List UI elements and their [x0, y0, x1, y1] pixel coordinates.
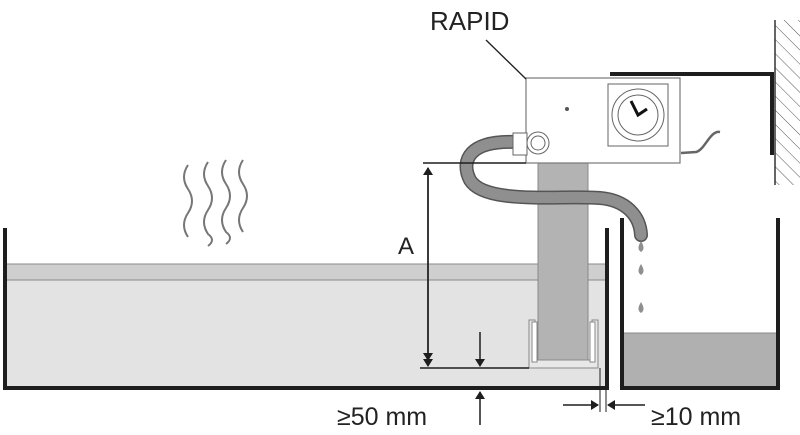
collection-tank — [620, 218, 780, 390]
height-dimension-label: A — [398, 233, 414, 260]
bottom-clearance-label: ≥50 mm — [337, 403, 427, 431]
steam-icon — [183, 159, 248, 247]
main-tank — [3, 228, 609, 390]
device-leader-line — [485, 39, 527, 80]
rapid-pump-unit — [512, 77, 721, 164]
dimension-a — [420, 162, 645, 425]
wall — [610, 20, 800, 185]
timer-dial-icon — [607, 83, 669, 147]
wall-clearance-label: ≥10 mm — [651, 403, 741, 431]
device-label: RAPID — [430, 6, 509, 36]
water-drops — [638, 241, 644, 313]
